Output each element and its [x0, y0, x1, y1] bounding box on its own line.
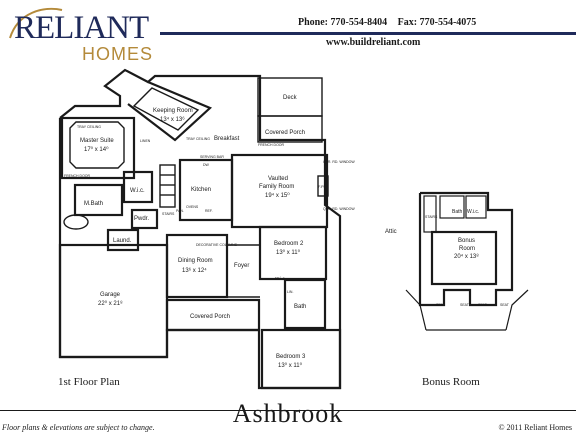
garage-size: 22⁰ x 21⁸ [98, 300, 123, 307]
bedroom-3-label: Bedroom 3 [276, 354, 306, 360]
bonus-walls [418, 191, 514, 307]
serving-bar-label: SERVING BAR [200, 155, 224, 159]
attic-label: Attic [385, 229, 397, 235]
covered-porch-front-label: Covered Porch [190, 314, 230, 320]
bonus-details [405, 195, 529, 331]
decorative-columns-label: DECORATIVE COLUMNS [196, 243, 238, 247]
seat-mid-left: SEAT [460, 303, 470, 307]
family-room-label: Family Room [259, 184, 294, 190]
covered-porch-rear-label: Covered Porch [265, 130, 305, 136]
master-suite-size: 17⁰ x 14⁰ [84, 146, 109, 153]
bedroom-2-label: Bedroom 2 [274, 241, 304, 247]
french-door-porch: FRENCH DOOR [258, 143, 285, 147]
header-rule [160, 32, 576, 35]
website-link[interactable]: www.buildreliant.com [326, 37, 421, 48]
fax-text: Fax: 770-554-4075 [397, 17, 477, 28]
breakfast-label: Breakfast [214, 136, 240, 142]
bedroom-3-size: 13⁰ x 11⁰ [278, 362, 303, 369]
bath-label: Bath [294, 304, 306, 310]
logo-wordmark: RELIANT [14, 10, 149, 46]
wic-bed-label: W.i.c. [275, 276, 286, 281]
bonus-wic-label: W.i.c. [467, 209, 479, 215]
ref-label: REF. [205, 209, 213, 213]
pantry-label: PAN. [176, 209, 184, 213]
room-labels: Deck Keeping Room 13⁴ x 13⁶ Covered Porc… [64, 95, 510, 369]
stairs-label: STAIRS [162, 212, 175, 216]
qtr-window-2: QTR. RD. WINDOW [323, 207, 355, 211]
vaulted-label: Vaulted [268, 176, 288, 182]
keeping-room-size: 13⁴ x 13⁶ [160, 116, 185, 123]
dining-room-label: Dining Room [178, 258, 213, 264]
family-room-size: 19⁴ x 15⁰ [265, 192, 290, 199]
bonus-room-label-2: Room [459, 246, 475, 252]
fireplace-label: F.P. [318, 184, 324, 189]
garage-label: Garage [100, 292, 121, 298]
copyright: © 2011 Reliant Homes [498, 423, 572, 432]
laundry-label: Laund. [113, 238, 132, 244]
keeping-room-label: Keeping Room [153, 108, 193, 114]
logo-subword: HOMES [82, 44, 154, 64]
header: RELIANT HOMES Phone: 770-554-8404 Fax: 7… [0, 0, 576, 70]
qtr-window-1: QTR. RD. WINDOW [323, 160, 355, 164]
first-floor-caption: 1st Floor Plan [58, 376, 120, 388]
contact-line: Phone: 770-554-8404 Fax: 770-554-4075 [298, 17, 484, 28]
bonus-bath-label: Bath [452, 209, 463, 215]
ovens-label: OVENS [186, 205, 199, 209]
pwdr-label: Pwdr. [134, 216, 149, 222]
tray-ceiling-keeping: TRAY CEILING [186, 137, 210, 141]
bedroom-2-size: 13⁰ x 11⁰ [276, 249, 301, 256]
bonus-room-label: Bonus [458, 238, 475, 244]
master-suite-label: Master Suite [80, 138, 114, 144]
linen-bed-label: LIN. [287, 290, 293, 294]
bonus-caption: Bonus Room [422, 376, 480, 388]
deck-label: Deck [283, 95, 298, 101]
logo-swoosh-icon [9, 7, 63, 39]
foyer-label: Foyer [234, 263, 249, 269]
seat-right: SEAT [500, 303, 510, 307]
bonus-room-size: 20⁴ x 13⁸ [454, 253, 479, 260]
linen-master: LINEN [140, 139, 151, 143]
plan-walls [58, 68, 342, 390]
plan-title: Ashbrook [232, 399, 344, 428]
wic-master-label: W.i.c. [130, 188, 145, 194]
french-door-master: FRENCH DOOR [64, 174, 91, 178]
kitchen-label: Kitchen [191, 187, 211, 193]
dining-room-size: 13⁶ x 12⁴ [182, 267, 207, 274]
seat-mid-right: SEAT [478, 303, 488, 307]
bonus-stairs-label: STAIRS [425, 215, 438, 219]
tray-ceiling-master: TRAY CEILING [77, 125, 101, 129]
plan-details [63, 77, 329, 298]
dw-label: DW [203, 163, 210, 167]
phone-text: Phone: 770-554-8404 [298, 17, 388, 28]
footer-rule [0, 410, 576, 411]
disclaimer: Floor plans & elevations are subject to … [2, 423, 155, 432]
mbath-label: M.Bath [84, 201, 103, 207]
seat-left: SEAT [436, 303, 446, 307]
